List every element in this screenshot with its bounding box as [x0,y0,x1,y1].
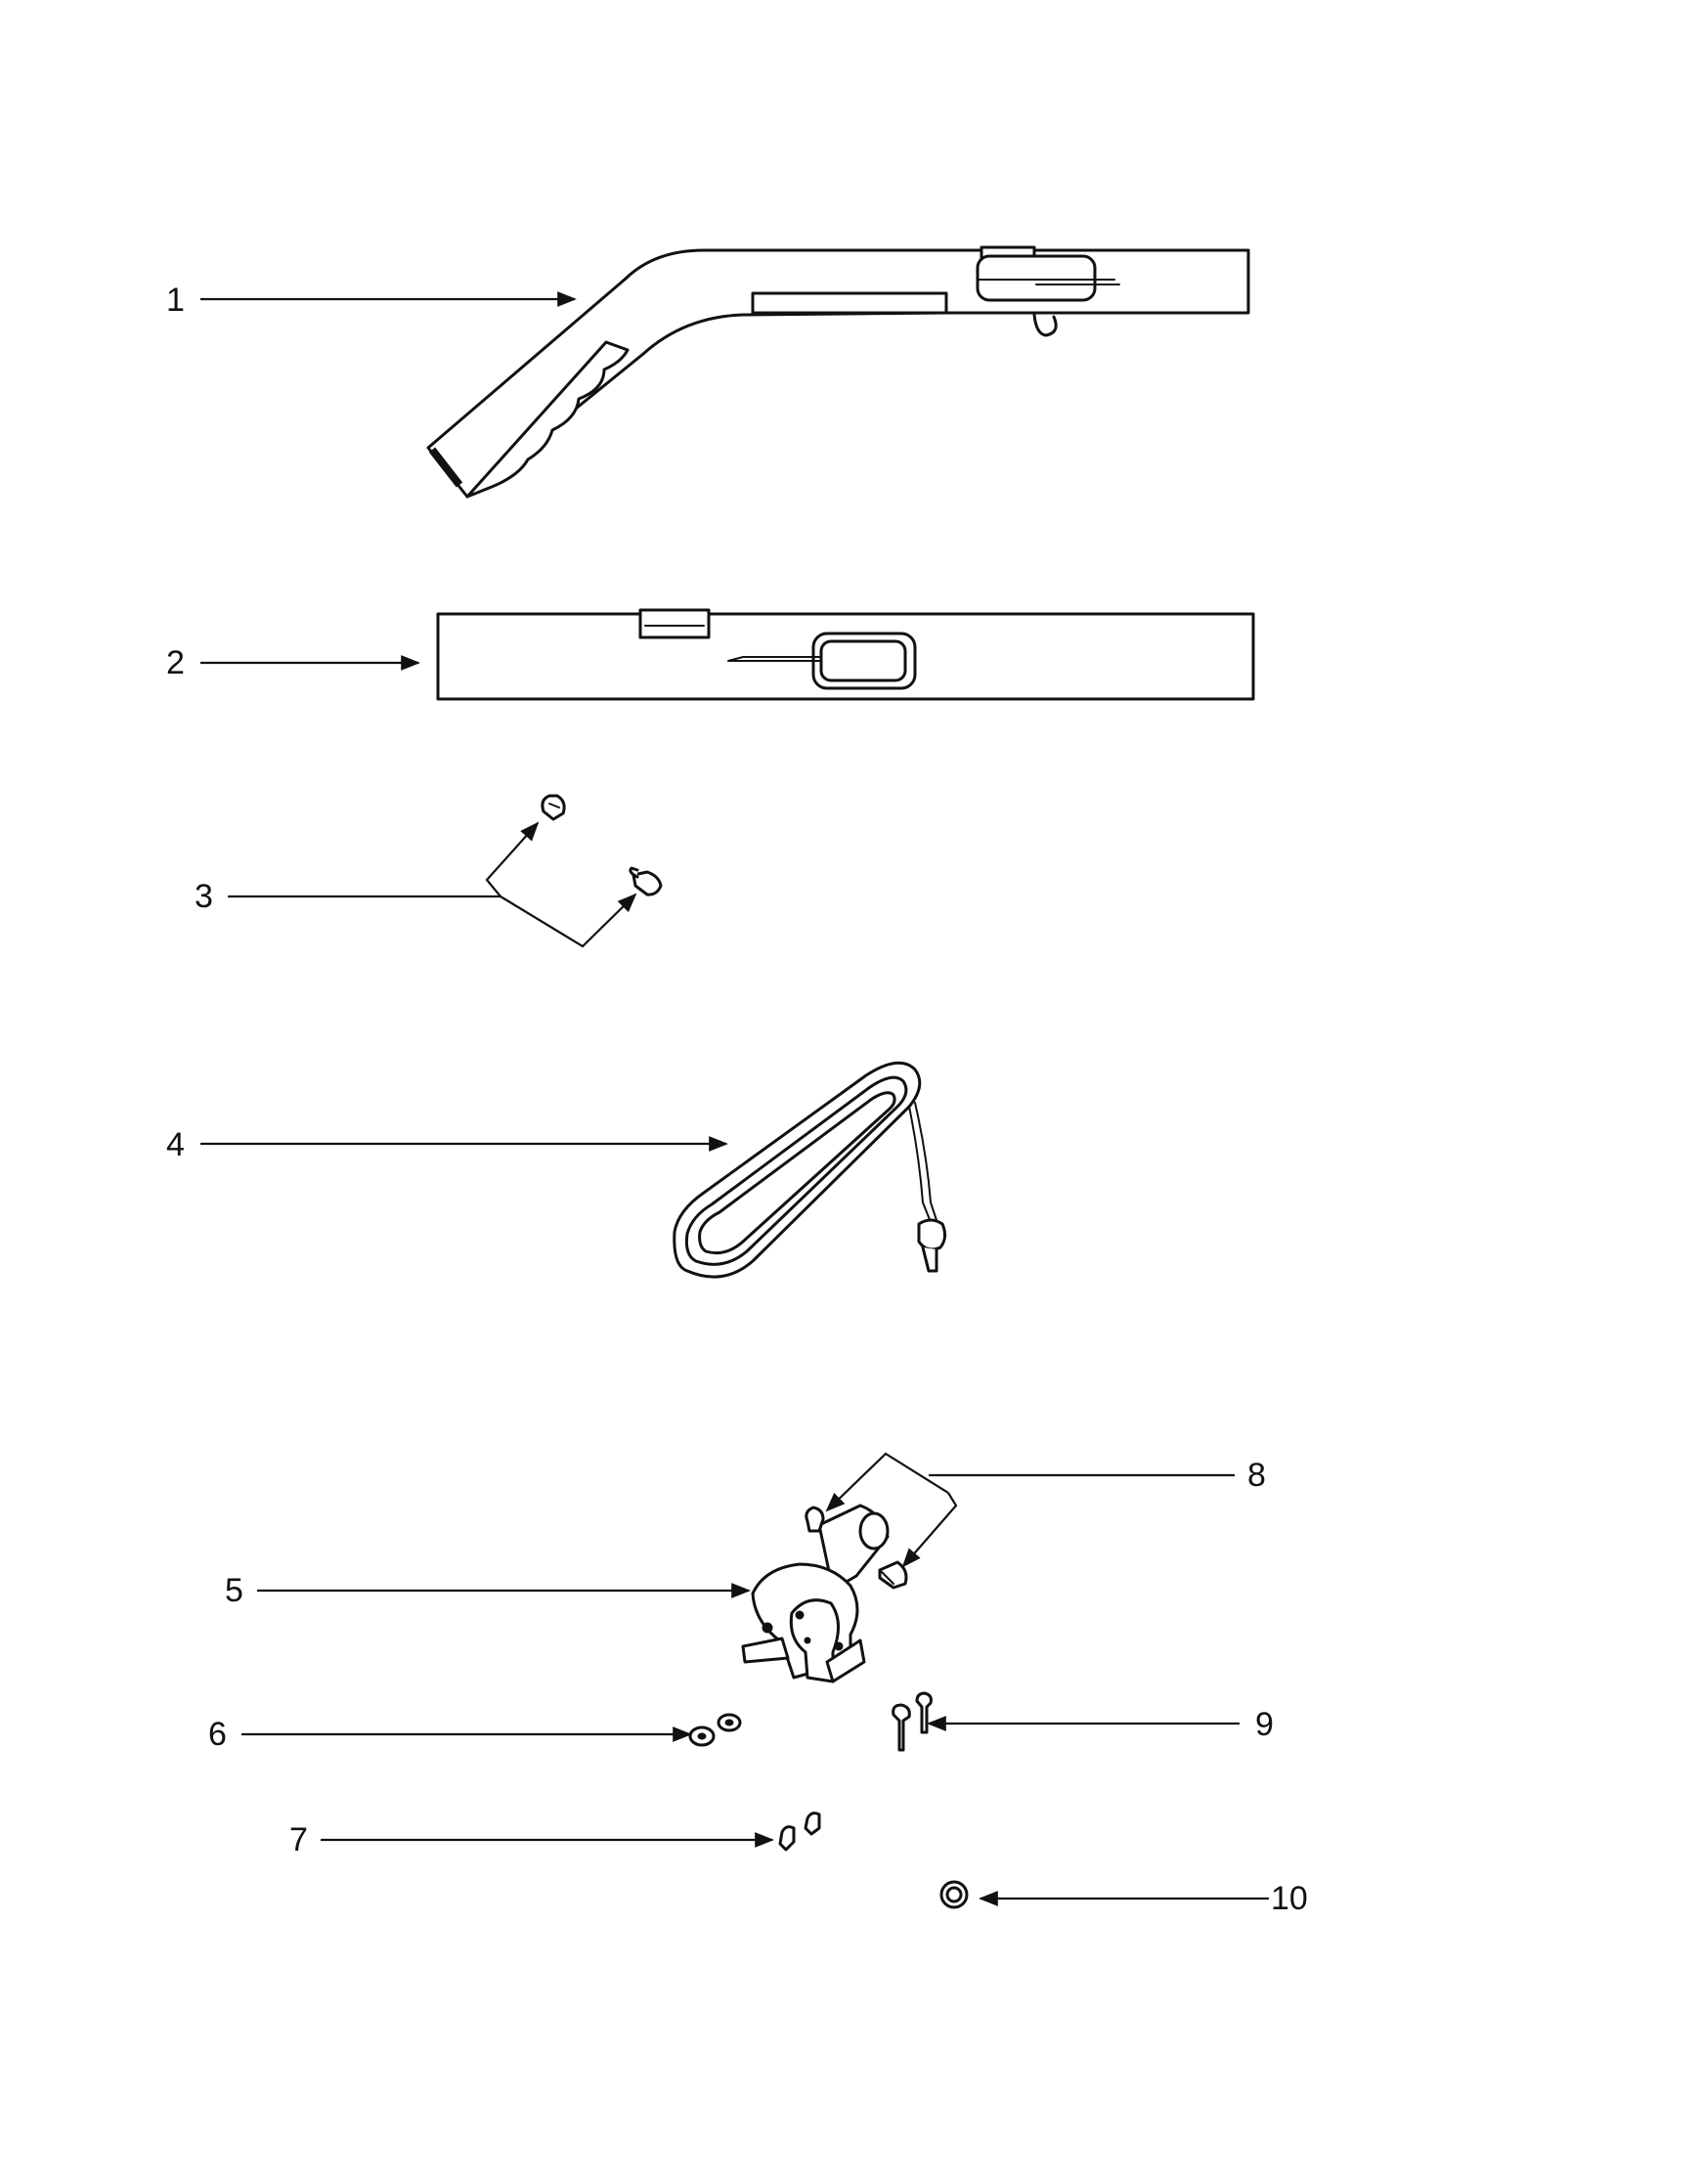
part-bracket [741,1504,890,1683]
callout-number-2: 2 [166,644,185,681]
callout-number-8: 8 [1247,1457,1266,1494]
callout-1: 1 [166,282,577,319]
callout-6: 6 [208,1716,692,1753]
callout-8: 8 [825,1452,1266,1568]
part-washers [688,1713,742,1747]
callout-4: 4 [166,1126,728,1163]
part-ring [939,1880,969,1909]
part-bolts [892,1691,933,1752]
callout-7: 7 [289,1821,774,1858]
callout-3: 3 [195,821,637,948]
part-clips [541,794,663,896]
part-belt [673,1061,947,1279]
callout-5: 5 [225,1572,751,1609]
callout-number-1: 1 [166,282,185,319]
part-thumb-screws [778,1812,821,1852]
part-bracket-screws [805,1506,908,1590]
callout-number-6: 6 [208,1716,227,1753]
part-extension-wand [436,608,1255,701]
callout-number-9: 9 [1255,1706,1274,1743]
leader-line-3a [485,821,540,897]
callout-9: 9 [927,1706,1274,1743]
callout-number-7: 7 [289,1821,308,1858]
callout-10: 10 [979,1880,1308,1917]
callout-number-4: 4 [166,1126,185,1163]
callout-number-3: 3 [195,878,213,915]
leader-line-8a [825,1452,949,1512]
callout-number-10: 10 [1271,1880,1308,1917]
callout-2: 2 [166,644,420,681]
callout-number-5: 5 [225,1572,243,1609]
leader-line-8b [901,1492,958,1568]
part-curved-handle [426,245,1250,499]
leader-line-3b [500,893,637,948]
